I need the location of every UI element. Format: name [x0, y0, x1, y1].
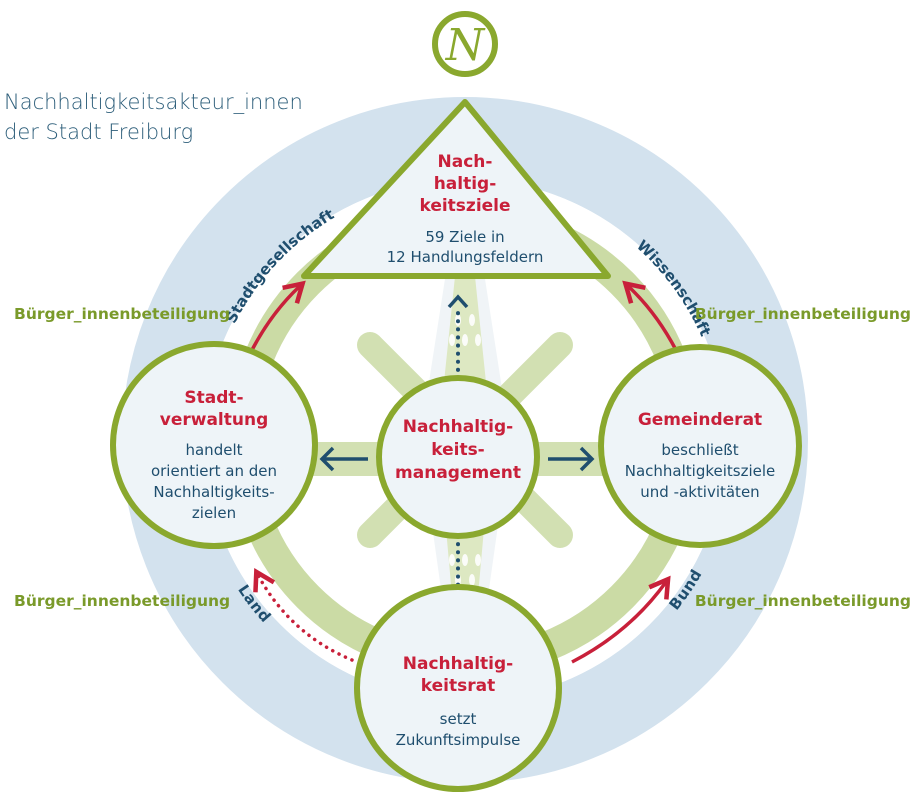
participation-label-top-right: Bürger_innenbeteiligung	[695, 305, 911, 323]
arrow-management-to-administration	[319, 446, 368, 472]
arrow-council-to-goals	[622, 280, 678, 351]
council-heading: Gemeinderat	[638, 410, 762, 430]
diagram-title: Nachhaltigkeitsakteur_innen der Stadt Fr…	[4, 87, 303, 147]
management-heading-2: keits-	[431, 440, 485, 460]
compass-letter: N	[445, 20, 486, 71]
diagram-title-line-1: Nachhaltigkeitsakteur_innen	[4, 90, 303, 114]
council-body-1: beschließt	[661, 441, 738, 459]
advisory-body-1: setzt	[440, 710, 477, 728]
goals-node: Nach- haltig- keitsziele 59 Ziele in 12 …	[387, 152, 544, 266]
dotted-connector-top-head	[447, 294, 469, 309]
arrow-administration-to-goals	[250, 280, 306, 351]
management-heading-1: Nachhaltig-	[403, 417, 513, 437]
management-heading-3: management	[395, 463, 521, 483]
participation-label-bottom-left: Bürger_innenbeteiligung	[14, 592, 230, 610]
administration-body-3: Nachhaltigkeits-	[153, 483, 274, 501]
administration-body-4: zielen	[192, 504, 236, 522]
administration-body-2: orientiert an den	[151, 462, 277, 480]
goals-body-1: 59 Ziele in	[425, 228, 504, 246]
participation-label-bottom-right: Bürger_innenbeteiligung	[695, 592, 911, 610]
administration-body-1: handelt	[185, 441, 242, 459]
administration-node: Stadt- verwaltung handelt orientiert an …	[110, 341, 318, 549]
goals-heading-3: keitsziele	[419, 196, 510, 216]
advisory-heading-2: keitsrat	[421, 676, 495, 696]
goals-heading-2: haltig-	[434, 174, 497, 194]
advisory-heading-1: Nachhaltig-	[403, 654, 513, 674]
administration-heading-2: verwaltung	[160, 410, 269, 430]
council-node: Gemeinderat beschließt Nachhaltigkeitszi…	[598, 344, 802, 548]
goals-heading-1: Nach-	[438, 152, 493, 172]
council-body-2: Nachhaltigkeitsziele	[625, 462, 776, 480]
goals-triangle	[301, 99, 611, 279]
diagram-title-line-2: der Stadt Freiburg	[4, 120, 194, 144]
compass-north-badge: N	[432, 11, 498, 77]
arrow-advisory-to-administration-dotted	[253, 568, 354, 662]
goals-body-2: 12 Handlungsfeldern	[387, 248, 544, 266]
advisory-council-node: Nachhaltig- keitsrat setzt Zukunftsimpul…	[354, 584, 562, 792]
management-node: Nachhaltig- keits- management	[376, 375, 540, 539]
participation-label-top-left: Bürger_innenbeteiligung	[14, 305, 230, 323]
arrow-advisory-to-council	[571, 575, 671, 664]
advisory-body-2: Zukunftsimpulse	[396, 731, 521, 749]
arrow-management-to-council	[548, 446, 595, 472]
council-body-3: und -aktivitäten	[640, 483, 759, 501]
administration-heading-1: Stadt-	[184, 388, 243, 408]
